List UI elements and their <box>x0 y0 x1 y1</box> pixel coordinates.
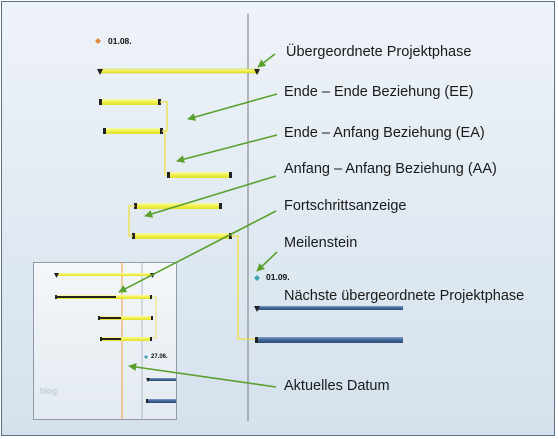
date-marker-icon <box>95 38 101 44</box>
arrow-progress <box>118 210 277 293</box>
arrow-milestone <box>256 251 278 272</box>
parent-bar-end-right <box>254 69 260 75</box>
ea-connector <box>162 130 169 176</box>
label-parent-phase: Übergeordnete Projektphase <box>286 44 472 60</box>
next-phase-task-bar <box>256 337 403 343</box>
arrow-end-end <box>187 93 278 121</box>
top-date-label: 01.08. <box>108 36 132 46</box>
milestone-icon <box>254 275 260 281</box>
label-next-parent-phase: Nächste übergeordnete Projektphase <box>284 288 525 304</box>
task-bar <box>133 233 231 239</box>
aa-connector <box>128 205 135 237</box>
ee-connector <box>160 101 168 132</box>
inset-milestone-icon <box>144 355 148 359</box>
task-bar <box>104 128 162 134</box>
task-bar <box>100 99 160 105</box>
inset-date-label: 27.06. <box>151 354 168 360</box>
inset-task-bar <box>101 337 152 341</box>
task-bar <box>168 172 231 178</box>
arrow-start-start <box>144 175 277 218</box>
label-milestone: Meilenstein <box>284 235 358 251</box>
parent-bar-end-left <box>97 69 103 75</box>
inset-blue-bar <box>147 399 176 403</box>
label-start-start: Anfang – Anfang Beziehung (AA) <box>284 161 497 177</box>
arrow-current-date <box>128 363 277 388</box>
phase-connector <box>231 235 255 340</box>
milestone-date-label: 01.09. <box>266 272 290 282</box>
arrow-end-start <box>176 134 278 164</box>
inset-blue-bar <box>147 378 176 381</box>
watermark: blog <box>40 386 58 396</box>
inset-parent-bar <box>56 273 152 276</box>
inset-progress-bar <box>56 296 116 298</box>
label-end-start: Ende – Anfang Beziehung (EA) <box>284 125 485 141</box>
label-progress: Fortschrittsanzeige <box>284 198 407 214</box>
parent-phase-bar <box>98 68 260 74</box>
label-current-date: Aktuelles Datum <box>284 378 390 394</box>
label-end-end: Ende – Ende Beziehung (EE) <box>284 84 474 100</box>
next-parent-phase-bar <box>256 306 403 310</box>
arrow-parent-phase <box>257 53 276 68</box>
inset-task-bar <box>99 316 153 320</box>
